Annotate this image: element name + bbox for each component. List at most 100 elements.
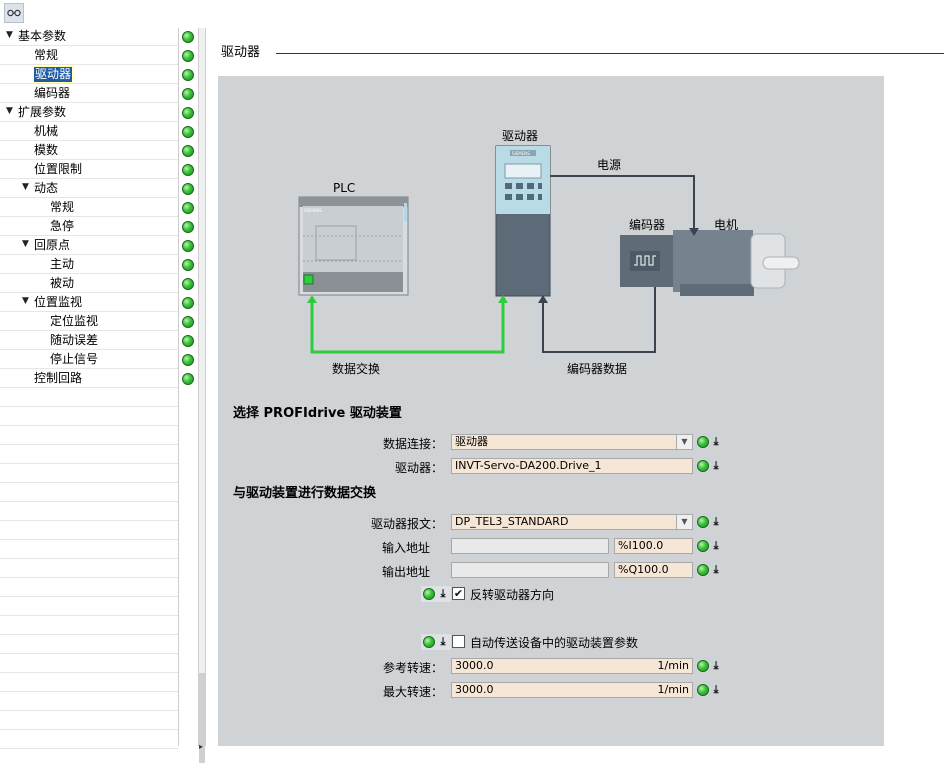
drive-field[interactable]: INVT-Servo-DA200.Drive_1 [451, 458, 693, 474]
chevron-down-icon[interactable]: ▼ [676, 435, 692, 449]
download-icon[interactable]: ⤓ [713, 683, 719, 696]
scroll-right-icon[interactable]: ▸ [199, 742, 204, 751]
ref-speed-unit: 1/min [657, 659, 689, 672]
tree-item[interactable]: 主动 [0, 256, 178, 274]
plc-brand-text: SIEMENS [304, 208, 322, 213]
output-address-field[interactable] [451, 562, 609, 578]
download-icon[interactable]: ⤓ [713, 539, 719, 552]
input-address-field[interactable] [451, 538, 609, 554]
tree-item[interactable]: 被动 [0, 275, 178, 293]
data-connection-select[interactable]: 驱动器 ▼ [451, 434, 693, 450]
tree-empty-row [0, 617, 178, 635]
tree-item[interactable]: 编码器 [0, 85, 178, 103]
tree-item[interactable]: ▼位置监视 [0, 294, 178, 312]
tree-item-label: 被动 [50, 276, 75, 290]
tree-item-label: 驱动器 [32, 66, 74, 83]
status-ok-icon [182, 259, 194, 271]
expand-arrow-icon[interactable]: ▼ [22, 182, 29, 192]
tree-item[interactable]: 定位监视 [0, 313, 178, 331]
drive-device: SIEMENS [495, 145, 551, 297]
reverse-direction-label: 反转驱动器方向 [470, 588, 555, 602]
download-icon[interactable]: ⤓ [713, 435, 719, 448]
encoder-data-link [542, 287, 656, 353]
tree-scrollbar[interactable]: ◂ ▸ [198, 28, 206, 763]
auto-transfer-checkbox[interactable] [452, 635, 465, 648]
download-icon[interactable]: ⤓ [713, 459, 719, 472]
tree-item[interactable]: 位置限制 [0, 161, 178, 179]
tree-item[interactable]: ▼ 基本参数 [0, 28, 178, 46]
download-icon[interactable]: ⤓ [713, 515, 719, 528]
status-ok-icon [182, 354, 194, 366]
status-ok-icon [423, 636, 435, 648]
input-address-label: 输入地址 [381, 541, 430, 555]
max-speed-unit: 1/min [657, 683, 689, 696]
telegram-select[interactable]: DP_TEL3_STANDARD ▼ [451, 514, 693, 530]
tree-item[interactable]: 急停 [0, 218, 178, 236]
tree-item-label: 急停 [50, 219, 75, 233]
tree-item[interactable]: 随动误差 [0, 332, 178, 350]
tree-empty-row [0, 674, 178, 692]
motor-device [620, 230, 800, 296]
status-ok-icon [182, 202, 194, 214]
tree-empty-row [0, 446, 178, 464]
status-ok-icon [182, 335, 194, 347]
tree-empty-row [0, 465, 178, 483]
status-ok-icon [182, 69, 194, 81]
tree-item-label: 回原点 [34, 238, 71, 252]
tree-item[interactable]: ▼动态 [0, 180, 178, 198]
download-icon[interactable]: ⤓ [440, 635, 446, 648]
scrollbar-thumb[interactable] [199, 673, 205, 763]
tree-item-label: 编码器 [34, 86, 71, 100]
tree-item[interactable]: 停止信号 [0, 351, 178, 369]
tree-empty-row [0, 655, 178, 673]
data-connection-value: 驱动器 [455, 435, 488, 448]
status-ok-icon [182, 183, 194, 195]
chevron-down-icon[interactable]: ▼ [676, 515, 692, 529]
status-column [178, 28, 199, 746]
expand-arrow-icon[interactable]: ▼ [22, 239, 29, 249]
navigation-tree: ▼基本参数常规驱动器编码器▼扩展参数机械模数位置限制▼动态常规急停▼回原点主动被… [0, 28, 178, 749]
output-address-start[interactable]: %Q100.0 [614, 562, 693, 578]
auto-transfer-label: 自动传送设备中的驱动装置参数 [470, 636, 639, 650]
glasses-icon[interactable] [4, 3, 24, 23]
tree-item-label: 控制回路 [34, 371, 83, 385]
data-exchange-heading: 与驱动装置进行数据交换 [233, 486, 377, 501]
tree-item-label: 常规 [50, 200, 75, 214]
download-icon[interactable]: ⤓ [713, 659, 719, 672]
power-label: 电源 [597, 158, 622, 172]
status-ok-icon [182, 50, 194, 62]
tree-item-label: 基本参数 [18, 29, 67, 43]
download-icon[interactable]: ⤓ [713, 563, 719, 576]
status-ok-icon [697, 684, 709, 696]
title-divider [276, 53, 944, 54]
tree-item[interactable]: 机械 [0, 123, 178, 141]
reverse-direction-checkbox[interactable]: ✔ [452, 587, 465, 600]
tree-item-label: 主动 [50, 257, 75, 271]
encoder-label: 编码器 [629, 218, 666, 232]
checkmark-icon: ✔ [453, 587, 464, 600]
status-ok-icon [697, 460, 709, 472]
tree-item[interactable]: ▼ 扩展参数 [0, 104, 178, 122]
status-ok-icon [182, 221, 194, 233]
output-address-label: 输出地址 [381, 565, 430, 579]
tree-item[interactable]: ▼ 回原点 [0, 237, 178, 255]
tree-item[interactable]: 驱动器 [0, 66, 178, 84]
expand-arrow-icon[interactable]: ▼ [6, 106, 13, 116]
plc-label: PLC [333, 181, 356, 195]
tree-item[interactable]: 常规 [0, 47, 178, 65]
tree-item[interactable]: 常规 [0, 199, 178, 217]
max-speed-field[interactable]: 3000.0 1/min [451, 682, 693, 698]
tree-item[interactable]: 控制回路 [0, 370, 178, 388]
page-title: 驱动器 [221, 45, 261, 60]
ref-speed-label: 参考转速： [382, 661, 443, 675]
expand-arrow-icon[interactable]: ▼ [22, 296, 29, 306]
ref-speed-field[interactable]: 3000.0 1/min [451, 658, 693, 674]
input-address-start[interactable]: %I100.0 [614, 538, 693, 554]
tree-item-label: 扩展参数 [18, 105, 67, 119]
download-icon[interactable]: ⤓ [440, 587, 446, 600]
max-speed-value: 3000.0 [455, 683, 494, 696]
expand-arrow-icon[interactable]: ▼ [6, 30, 13, 40]
status-ok-icon [182, 145, 194, 157]
status-ok-icon [182, 240, 194, 252]
tree-item[interactable]: 模数 [0, 142, 178, 160]
